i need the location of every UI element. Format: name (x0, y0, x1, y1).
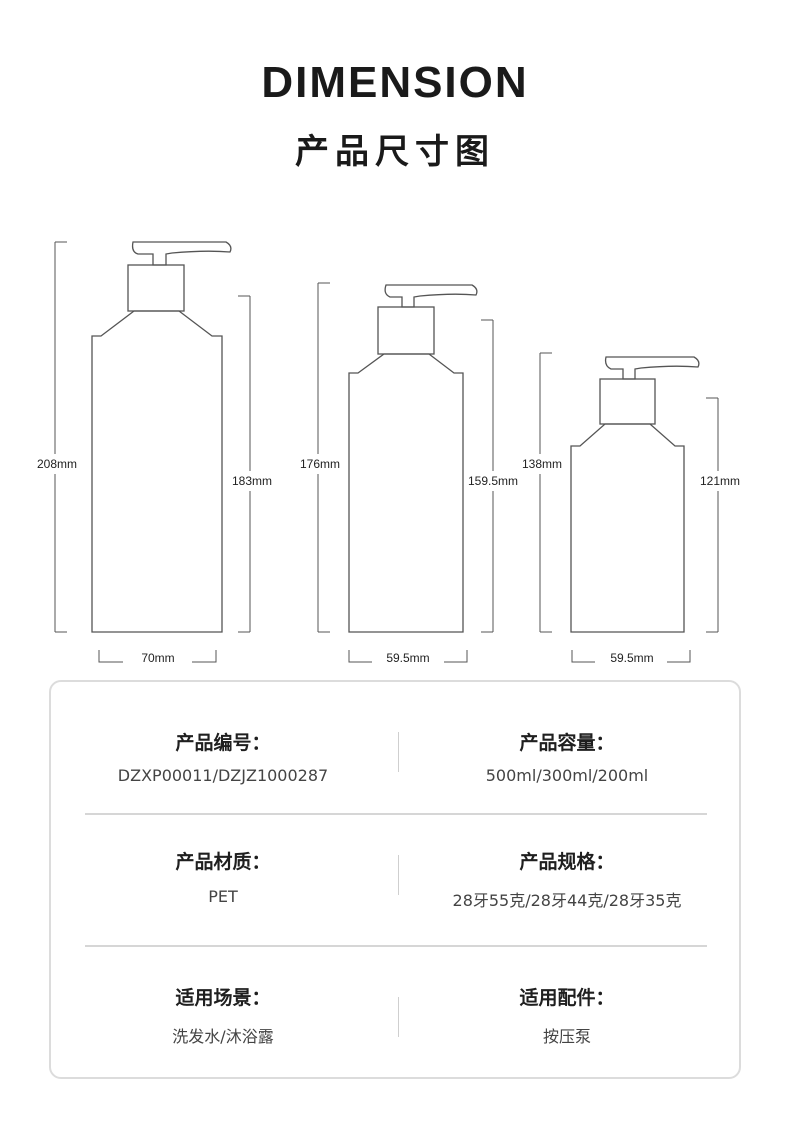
bottle-large (91, 241, 232, 633)
pump-head-small (604, 356, 700, 380)
dim-line-body-large (238, 295, 251, 633)
spec-cell-material: 产品材质： PET (51, 813, 395, 933)
spec-value: 洗发水/沐浴露 (172, 1027, 274, 1046)
spec-value: DZXP00011/DZJZ1000287 (117, 766, 329, 785)
spec-label: 产品容量： (519, 732, 615, 754)
spec-label: 适用场景： (175, 987, 271, 1009)
spec-divider (398, 732, 399, 772)
spec-card: 产品编号： DZXP00011/DZJZ1000287 产品容量： 500ml/… (49, 680, 741, 1079)
spec-row: 适用场景： 洗发水/沐浴露 适用配件： 按压泵 (51, 945, 739, 1065)
bottle-body-large (91, 310, 223, 633)
body-height-medium: 159.5mm (467, 474, 519, 488)
spec-divider (398, 997, 399, 1037)
spec-divider (398, 855, 399, 895)
spec-row-divider (85, 813, 707, 815)
dim-line-total-small (539, 352, 552, 633)
pump-collar-large (127, 264, 185, 312)
pump-collar-small (599, 378, 656, 425)
total-height-large: 208mm (36, 457, 78, 471)
spec-label: 产品编号： (175, 732, 271, 754)
spec-cell-product-code: 产品编号： DZXP00011/DZJZ1000287 (51, 682, 395, 802)
spec-row-divider (85, 945, 707, 947)
spec-value: 28牙55克/28牙44克/28牙35克 (452, 891, 682, 910)
spec-cell-capacity: 产品容量： 500ml/300ml/200ml (395, 682, 739, 802)
width-small: 59.5mm (610, 651, 654, 665)
bottle-small (570, 356, 700, 633)
spec-label: 产品规格： (519, 851, 615, 873)
spec-cell-usage: 适用场景： 洗发水/沐浴露 (51, 945, 395, 1065)
spec-value: 500ml/300ml/200ml (485, 766, 649, 785)
spec-value: PET (208, 887, 238, 906)
spec-label: 产品材质： (175, 851, 271, 873)
width-large: 70mm (141, 651, 175, 665)
body-height-large: 183mm (231, 474, 273, 488)
spec-row: 产品材质： PET 产品规格： 28牙55克/28牙44克/28牙35克 (51, 813, 739, 933)
bottle-medium (348, 284, 478, 633)
width-medium: 59.5mm (386, 651, 430, 665)
spec-value: 按压泵 (542, 1027, 591, 1046)
bottle-body-small (570, 423, 685, 633)
title-cn: 产品尺寸图 (295, 132, 495, 172)
body-height-small: 121mm (699, 474, 741, 488)
dim-line-body-small (706, 397, 719, 633)
dim-line-total-large (54, 241, 67, 633)
pump-head-medium (384, 284, 478, 308)
pump-head-large (131, 241, 232, 266)
spec-row: 产品编号： DZXP00011/DZJZ1000287 产品容量： 500ml/… (51, 682, 739, 802)
spec-cell-accessory: 适用配件： 按压泵 (395, 945, 739, 1065)
spec-cell-specification: 产品规格： 28牙55克/28牙44克/28牙35克 (395, 813, 739, 933)
pump-collar-medium (377, 306, 435, 355)
dim-line-width-large (98, 650, 217, 663)
bottle-body-medium (348, 353, 464, 633)
title-en: DIMENSION (261, 58, 529, 107)
total-height-medium: 176mm (299, 457, 341, 471)
spec-label: 适用配件： (519, 987, 615, 1009)
dim-line-width-medium (348, 650, 468, 663)
total-height-small: 138mm (521, 457, 563, 471)
dim-line-width-small (571, 650, 691, 663)
dimension-diagram (54, 241, 719, 663)
